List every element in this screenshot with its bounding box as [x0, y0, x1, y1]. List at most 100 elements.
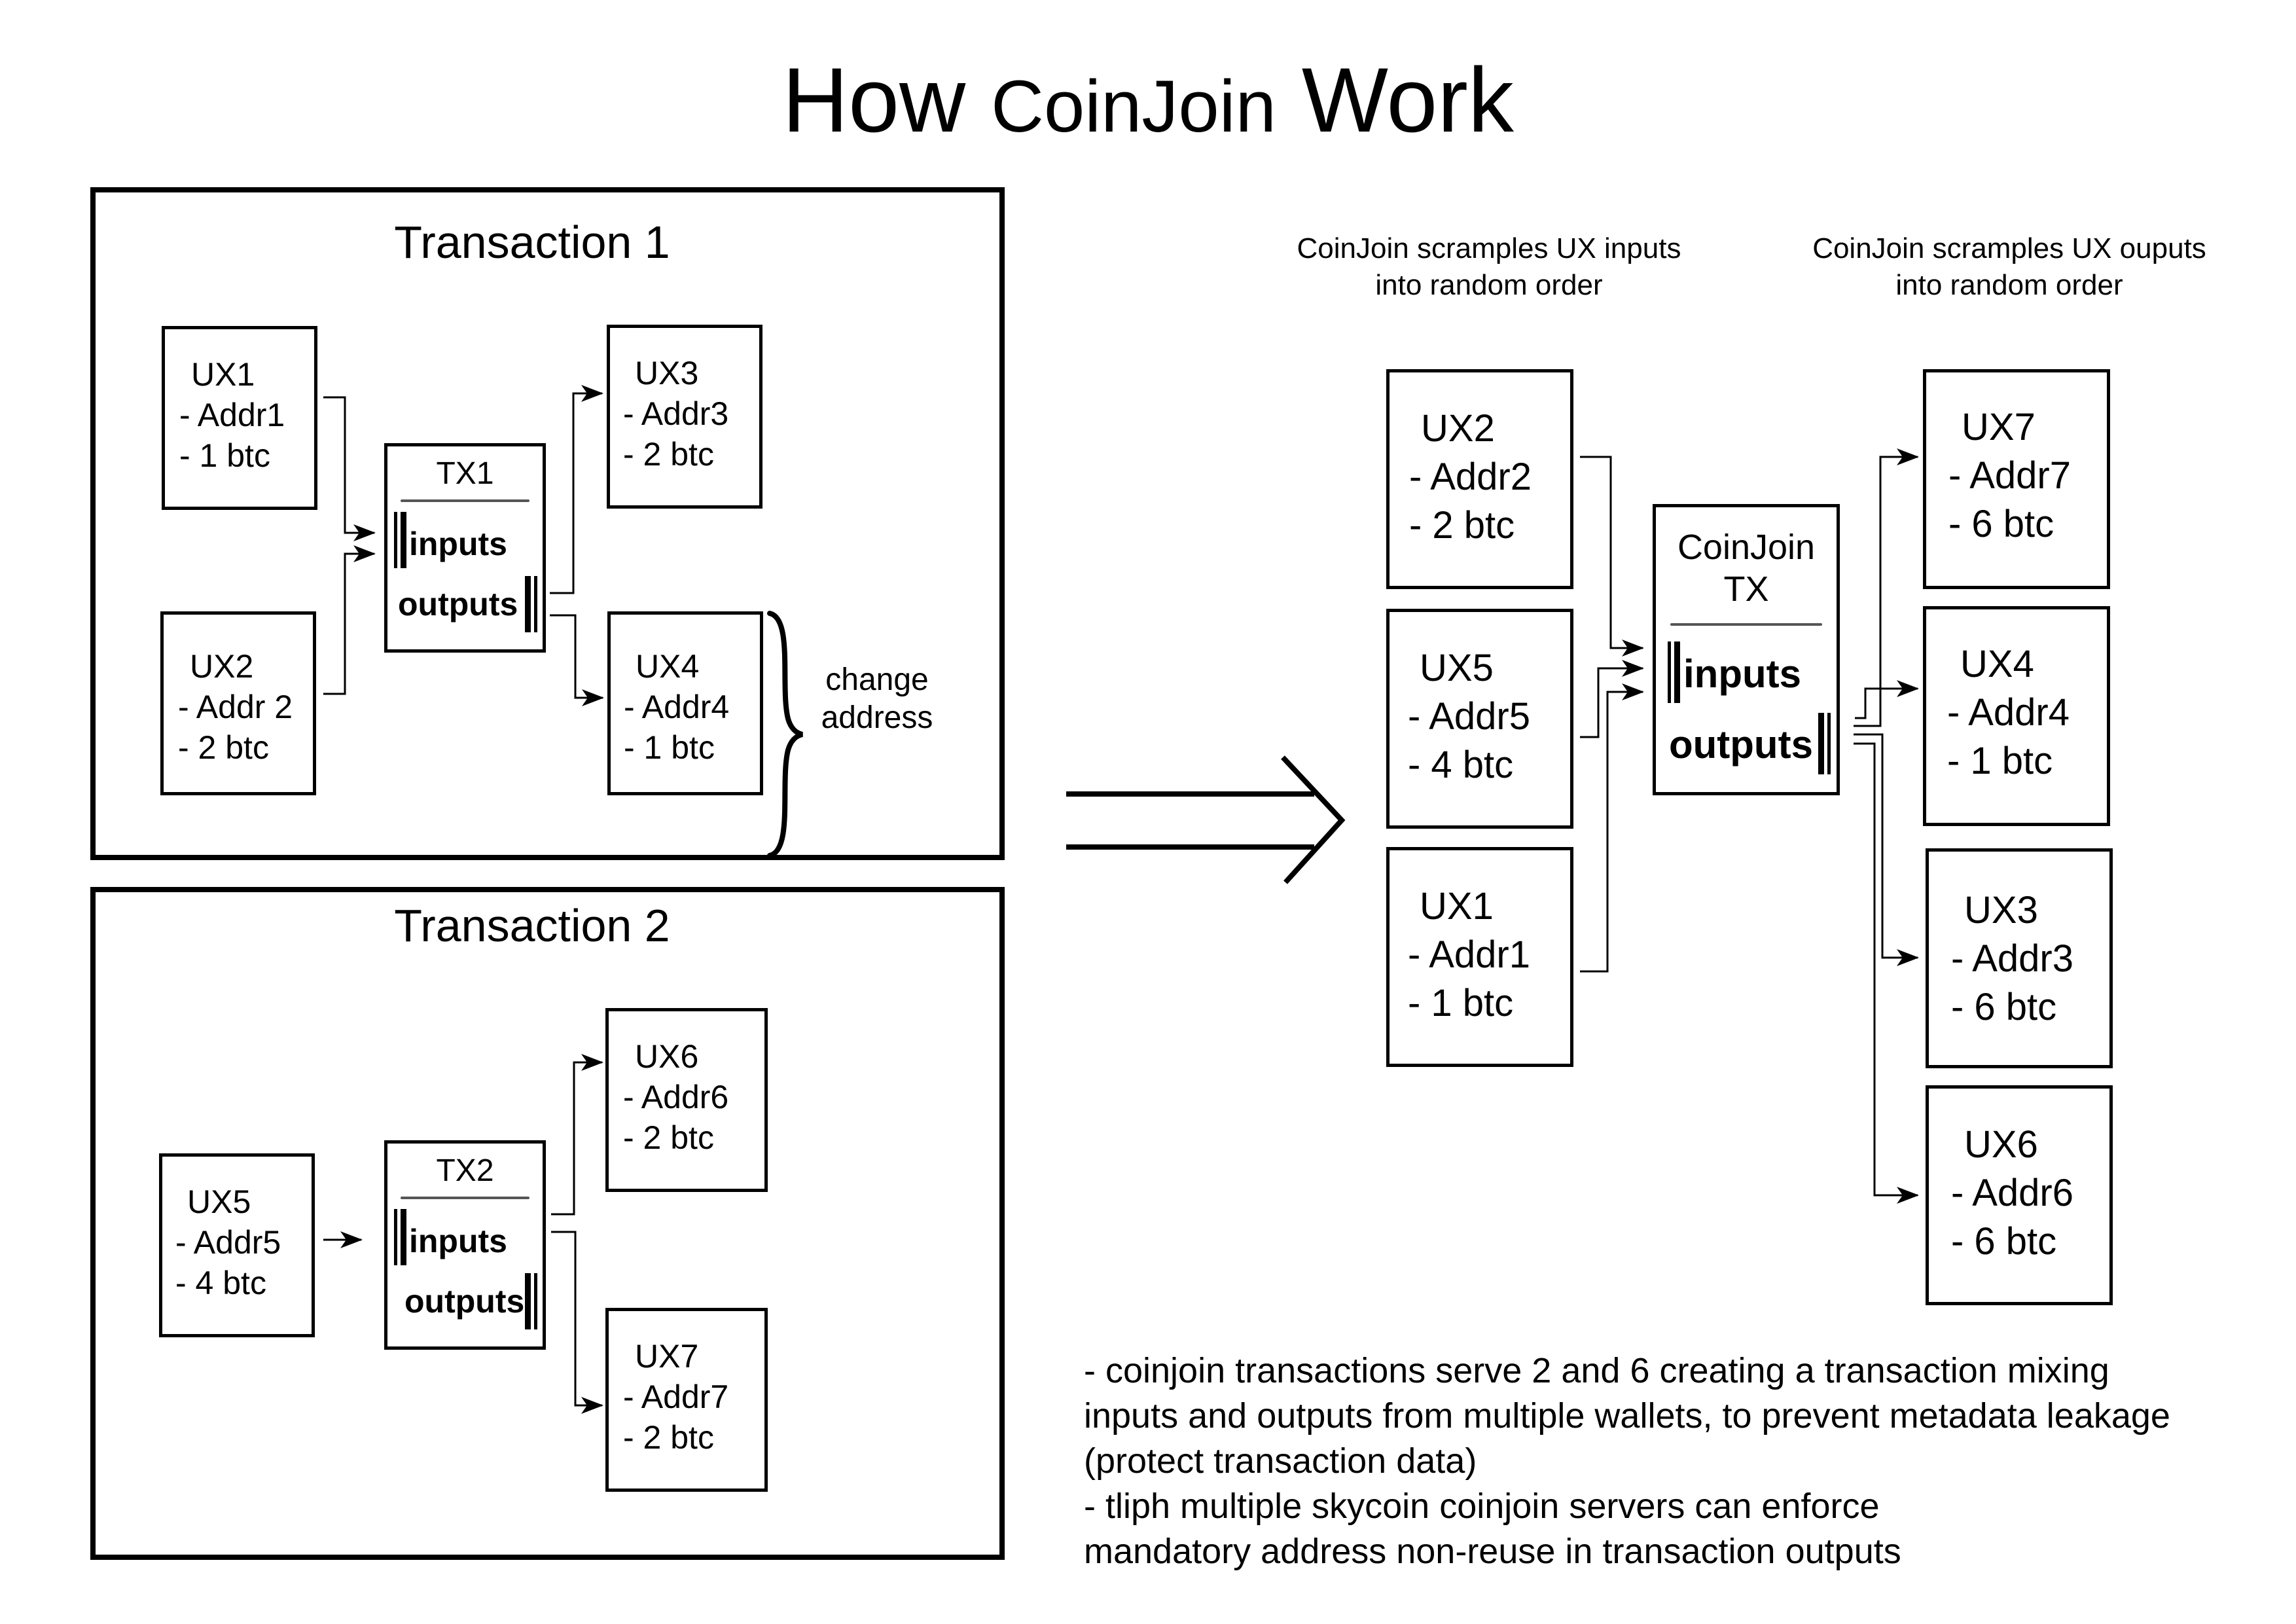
- tx-inputs-label: inputs: [409, 526, 507, 562]
- transaction-2-panel: [90, 887, 1005, 1560]
- outputs-bar-thin: [534, 1273, 537, 1329]
- ux5-box: UX5 - Addr5 - 4 btc: [159, 1153, 315, 1337]
- ux-id: UX4: [1960, 643, 2034, 685]
- note-line1: CoinJoin scramples UX inputs: [1297, 232, 1681, 264]
- ux1-box: UX1 - Addr1 - 1 btc: [162, 326, 317, 510]
- ux2-box: UX2 - Addr 2 - 2 btc: [160, 611, 316, 795]
- coinjoin-tx-box: CoinJoin TX inputs outputs: [1653, 504, 1840, 795]
- ux-addr: - Addr6: [623, 1079, 729, 1115]
- ux-amount: - 6 btc: [1948, 503, 2054, 545]
- change-address-brace: [767, 611, 804, 858]
- cj-output-ux4: UX4 - Addr4 - 1 btc: [1923, 606, 2110, 826]
- change-address-label: change address: [805, 661, 949, 737]
- ux-addr: - Addr4: [1947, 691, 2070, 734]
- title-coinjoin: CoinJoin: [991, 65, 1276, 147]
- ux3-box: UX3 - Addr3 - 2 btc: [607, 325, 762, 509]
- ux-addr: - Addr7: [623, 1379, 729, 1415]
- inputs-bar-thin: [1668, 641, 1671, 703]
- ux-addr: - Addr5: [1408, 695, 1530, 738]
- ux-amount: - 2 btc: [1409, 504, 1515, 547]
- arrow-cj-tx-to-ux7: [1854, 448, 1919, 727]
- ux-id: UX6: [635, 1038, 699, 1075]
- tx-name: TX2: [436, 1153, 494, 1188]
- outputs-scramble-note: CoinJoin scramples UX ouputs into random…: [1767, 230, 2251, 304]
- inputs-scramble-note: CoinJoin scramples UX inputs into random…: [1247, 230, 1731, 304]
- arrow-tx2-to-ux6: [551, 1054, 603, 1216]
- page-title: How CoinJoin Work: [0, 45, 2296, 162]
- tx-inputs-label: inputs: [1683, 652, 1801, 696]
- ux-id: UX7: [1962, 406, 2036, 448]
- outputs-bar-thick: [525, 576, 531, 632]
- ux-amount: - 4 btc: [175, 1265, 266, 1301]
- arrow-cj-tx-to-ux6: [1854, 742, 1919, 1204]
- title-work: Work: [1301, 48, 1514, 151]
- arrow-ux2-to-tx1: [323, 545, 376, 695]
- note-line1: CoinJoin scramples UX ouputs: [1812, 232, 2206, 264]
- arrow-cj-tx-to-ux3: [1854, 733, 1919, 966]
- outputs-bar-thick: [525, 1273, 531, 1329]
- tx-outputs-label: outputs: [1669, 723, 1813, 767]
- inputs-bar-thick: [401, 1209, 406, 1265]
- ux-id: UX5: [1420, 647, 1494, 689]
- transaction-1-title: Transaction 1: [394, 217, 670, 268]
- tx-divider: [401, 1197, 529, 1199]
- ux-id: UX3: [635, 355, 699, 391]
- ux-addr: - Addr 2: [178, 689, 293, 725]
- ux-addr: - Addr1: [179, 397, 285, 433]
- tx2-box: TX2 inputs outputs: [384, 1140, 546, 1350]
- ux-addr: - Addr7: [1948, 454, 2071, 497]
- ux-amount: - 1 btc: [179, 437, 270, 474]
- ux-id: UX1: [1420, 885, 1494, 928]
- ux-addr: - Addr2: [1409, 456, 1532, 498]
- ux-amount: - 2 btc: [623, 1419, 714, 1456]
- tx-name-line1: CoinJoin: [1677, 528, 1816, 567]
- annotation-line1: change: [825, 662, 929, 697]
- annotation-line2: address: [821, 700, 933, 735]
- footnote-line: (protect transaction data): [1084, 1441, 1477, 1481]
- transaction-1-panel: [90, 187, 1005, 860]
- tx-outputs-label: outputs: [398, 586, 518, 623]
- ux-id: UX1: [191, 356, 255, 393]
- arrow-tx2-to-ux7: [551, 1231, 603, 1414]
- ux-amount: - 6 btc: [1951, 986, 2057, 1028]
- cj-output-ux6: UX6 - Addr6 - 6 btc: [1926, 1085, 2113, 1305]
- arrow-cj-ux2-to-tx: [1580, 456, 1644, 657]
- cj-input-ux5: UX5 - Addr5 - 4 btc: [1386, 609, 1573, 829]
- ux-addr: - Addr3: [623, 395, 729, 432]
- arrow-cj-ux1-to-tx: [1580, 683, 1644, 973]
- outputs-bar-thin: [1827, 713, 1831, 774]
- note-line2: into random order: [1375, 269, 1603, 301]
- transform-double-arrow-icon: [1066, 755, 1346, 884]
- ux-addr: - Addr4: [624, 689, 730, 725]
- ux-amount: - 4 btc: [1408, 744, 1514, 786]
- inputs-bar-thick: [401, 512, 406, 568]
- ux-addr: - Addr3: [1951, 937, 2073, 980]
- ux-id: UX2: [190, 648, 254, 685]
- ux4-box: UX4 - Addr4 - 1 btc: [607, 611, 763, 795]
- cj-output-ux3: UX3 - Addr3 - 6 btc: [1926, 848, 2113, 1068]
- ux-id: UX3: [1964, 889, 2038, 931]
- tx-inputs-label: inputs: [409, 1223, 507, 1259]
- cj-input-ux1: UX1 - Addr1 - 1 btc: [1386, 847, 1573, 1067]
- inputs-bar-thin: [394, 512, 397, 568]
- outputs-bar-thick: [1818, 713, 1824, 774]
- tx-name: TX1: [436, 456, 494, 491]
- footnote-line: - tliph multiple skycoin coinjoin server…: [1084, 1487, 1880, 1526]
- ux-addr: - Addr5: [175, 1224, 281, 1261]
- ux-id: UX2: [1421, 407, 1495, 450]
- tx1-box: TX1 inputs outputs: [384, 443, 546, 653]
- ux-addr: - Addr6: [1951, 1172, 2073, 1214]
- ux-amount: - 1 btc: [1408, 982, 1514, 1024]
- ux-amount: - 2 btc: [623, 1119, 714, 1156]
- footnote-line: - coinjoin transactions serve 2 and 6 cr…: [1084, 1351, 2109, 1390]
- tx-name-line2: TX: [1723, 569, 1769, 609]
- cj-input-ux2: UX2 - Addr2 - 2 btc: [1386, 369, 1573, 589]
- arrow-tx1-to-ux3: [550, 385, 603, 594]
- ux7-box: UX7 - Addr7 - 2 btc: [605, 1308, 768, 1492]
- arrow-cj-ux5-to-tx: [1580, 660, 1644, 738]
- ux-amount: - 1 btc: [1947, 740, 2053, 782]
- ux-amount: - 1 btc: [624, 729, 715, 766]
- inputs-bar-thin: [394, 1209, 397, 1265]
- note-line2: into random order: [1895, 269, 2123, 301]
